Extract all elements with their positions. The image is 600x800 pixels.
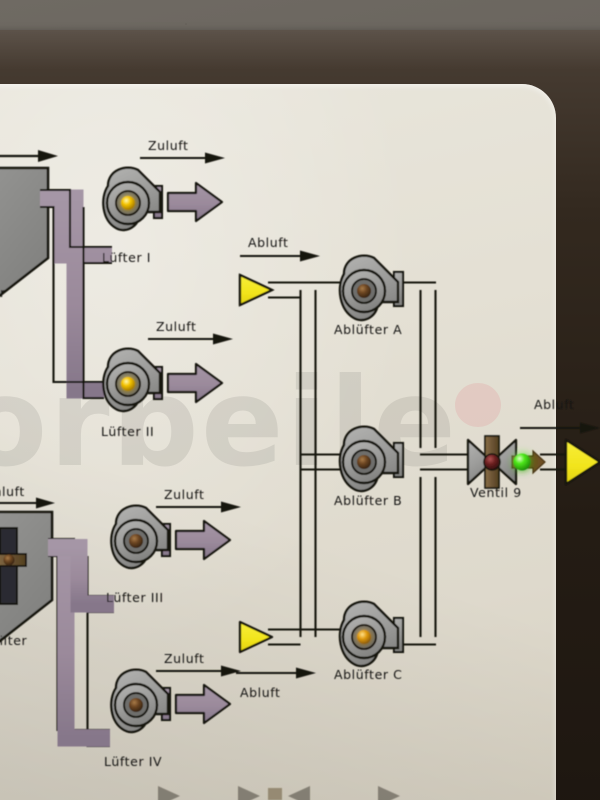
abluefter-b-led	[357, 455, 371, 469]
luefter-4-label: Lüfter IV	[104, 754, 162, 769]
exhaust-inlet-arrow-bottom	[238, 620, 274, 654]
ventil-9-status-led	[513, 453, 531, 471]
ventil-9-hub	[483, 453, 501, 471]
luefter-3-assembly	[110, 504, 232, 570]
damper-led	[3, 554, 15, 566]
filter-upper	[0, 166, 50, 297]
luefter-1-label: Lüfter I	[102, 250, 151, 265]
zuluft-arrow-1	[140, 152, 225, 164]
luefter-4-led	[129, 698, 143, 712]
zuluft-arrow-4	[156, 665, 241, 677]
mimic-panel-plate	[0, 84, 556, 800]
abluefter-b-label: Ablüfter B	[334, 493, 402, 508]
luefter-1-led	[121, 196, 135, 210]
abluefter-a-led	[357, 284, 371, 298]
flow-arrow-mixed	[0, 497, 55, 509]
luefter-1-assembly	[102, 166, 224, 232]
ventil-9-label: Ventil 9	[470, 485, 522, 500]
exhaust-outlet	[540, 438, 600, 486]
abluft-label-bottom: Abluft	[240, 685, 281, 700]
abluft-arrow-1	[240, 250, 320, 262]
zuluft-label-2: Zuluft	[156, 319, 197, 334]
abluefter-a-assembly	[338, 254, 405, 322]
supply-duct-upper-outline	[40, 188, 112, 400]
zuluft-label-1: Zuluft	[148, 138, 189, 153]
filter-lower	[0, 510, 54, 643]
luefter-2-label: Lüfter II	[101, 424, 154, 439]
bezel-highlight	[0, 30, 600, 70]
bottom-clipped-arrows	[158, 786, 400, 800]
luefter-2-led	[121, 377, 135, 391]
watermark-dot	[455, 383, 501, 427]
exhaust-duct-network	[268, 281, 470, 646]
zuluft-arrow-2	[148, 333, 233, 345]
zuluft-label-4: Zuluft	[164, 651, 205, 666]
luefter-3-led	[129, 534, 143, 548]
abluefter-c-assembly	[338, 600, 405, 668]
abluefter-a-label: Ablüfter A	[334, 322, 402, 337]
abluefter-b-assembly	[338, 425, 405, 493]
filter-upper-label: lter	[0, 285, 6, 300]
luefter-4-assembly	[110, 668, 232, 734]
panel-lighting	[0, 84, 556, 800]
abluft-arrow-bottom	[236, 667, 316, 679]
filter-lower-label: infilter	[0, 633, 28, 648]
zuluft-arrow-3	[156, 501, 241, 513]
abluft-arrow-outlet	[520, 422, 600, 434]
exhaust-inlet-arrow-top	[238, 273, 275, 307]
abluefter-c-label: Ablüfter C	[334, 667, 403, 682]
abluefter-c-led	[357, 630, 371, 644]
ventil-9-assembly	[466, 435, 546, 489]
flow-arrow-upper-clipped	[0, 150, 58, 162]
supply-duct-upper	[40, 189, 112, 399]
abluft-label-outlet: Abluft	[534, 397, 575, 412]
zuluft-label-3: Zuluft	[164, 487, 205, 502]
luefter-3-label: Lüfter III	[106, 590, 164, 605]
mischluft-label: chluft	[0, 484, 25, 499]
abluft-label-1: Abluft	[248, 235, 289, 250]
luefter-2-assembly	[102, 347, 224, 413]
